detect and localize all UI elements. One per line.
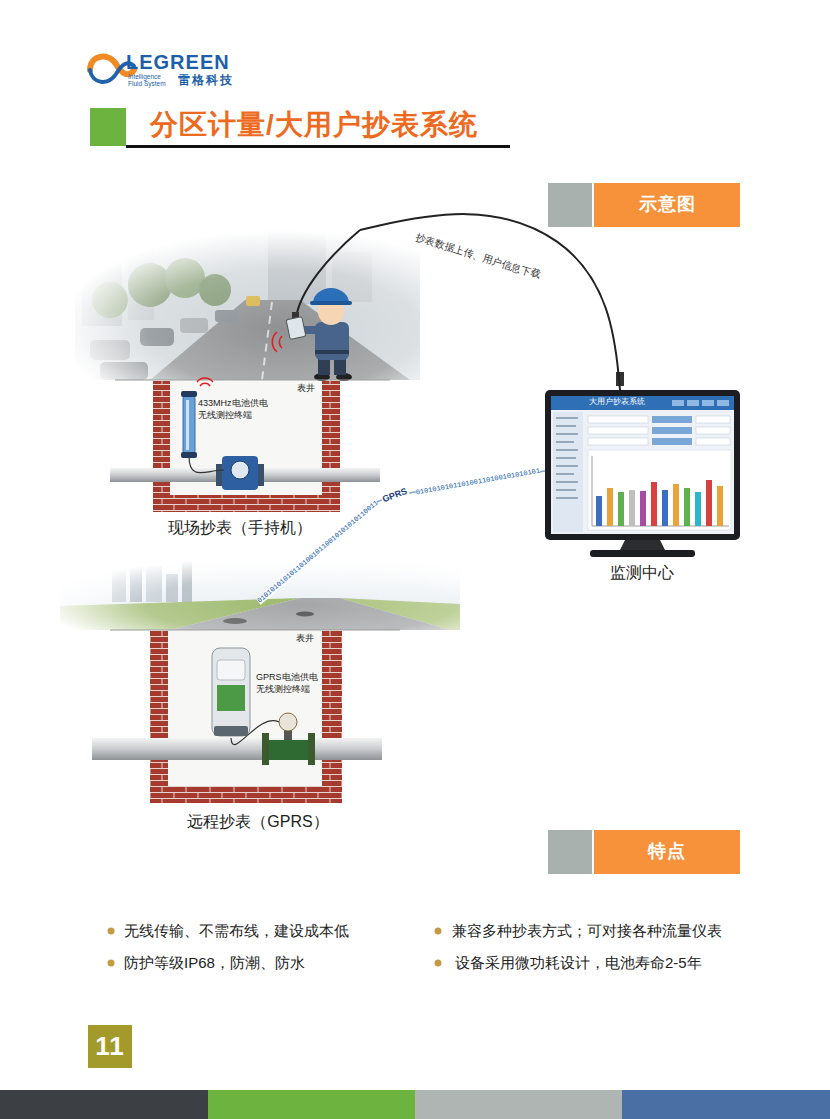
label-text: 雷格科技 (178, 74, 234, 86)
link-label: GPRS (380, 487, 409, 506)
node-text: 监测中心 (610, 563, 674, 582)
label-text: Fluid System (128, 81, 166, 88)
node-text: 433MHz电池供电 无线测控终端 (198, 398, 268, 421)
node-text: 11 (95, 1031, 125, 1062)
terminal-note: GPRS电池供电 无线测控终端 (256, 672, 352, 712)
node-text: 示意图 (639, 194, 696, 216)
scene-panel: 表井远程抄表（GPRS） GPRS电池供电 无线测控终端 (55, 600, 460, 840)
node-text: 现场抄表（手持机） (168, 518, 312, 537)
page-title: 分区计量/大用户抄表系统 (150, 108, 478, 142)
data-stream-text: 010101010110100110100101010101 (415, 468, 540, 497)
meter-well (110, 378, 390, 512)
node-text: 特点 (648, 841, 686, 863)
label-text: Intelligence (128, 74, 161, 81)
road-scene (60, 555, 460, 632)
section-tag: 示意图 (594, 183, 740, 227)
monitor-illustration (545, 390, 740, 557)
page-number-box: 11 (88, 1025, 132, 1068)
section-tag: 特点 (594, 830, 740, 874)
node-text: 表井 (297, 383, 315, 394)
label-text: 无线传输、不需布线，建设成本低 (124, 922, 349, 940)
monitor-screen: 大用户抄表系统监测中心 (545, 390, 740, 585)
title-rule (126, 145, 510, 148)
title-square (90, 108, 126, 146)
worker-figure (272, 230, 360, 381)
label-text: 设备采用微功耗设计，电池寿命2-5年 (455, 954, 702, 972)
node-text: 表井 (296, 633, 314, 644)
node-text: GPRS电池供电 无线测控终端 (256, 672, 318, 695)
link-label: 抄表数据上传、用户信息下载 (413, 231, 542, 280)
tag-square (548, 830, 592, 874)
label-text: LEGREEN (126, 52, 230, 72)
data-link (360, 214, 620, 390)
data-stream-text: 0101010101011010010110010101010110011 (256, 499, 380, 604)
scene-panel: 表井现场抄表（手持机） 433MHz电池供电 无线测控终端 (60, 230, 420, 542)
tag-square (548, 183, 592, 227)
terminal-note: 433MHz电池供电 无线测控终端 (198, 398, 294, 438)
node-text: 大用户抄表系统 (589, 397, 645, 406)
label-text: 兼容多种抄表方式；可对接各种流量仪表 (452, 922, 722, 940)
label-text: 防护等级IP68，防潮、防水 (124, 954, 305, 972)
footer-bar (0, 1090, 830, 1119)
node-text: 远程抄表（GPRS） (187, 812, 328, 831)
meter-well (92, 630, 400, 803)
street-scene (75, 230, 420, 382)
